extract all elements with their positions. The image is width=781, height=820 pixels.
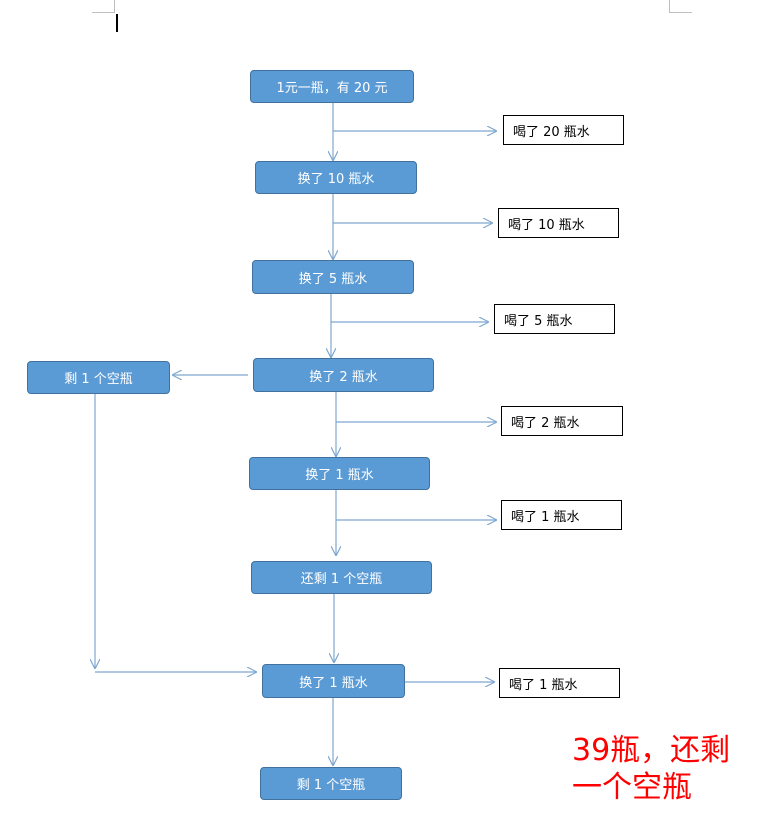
- result-drink-5: 喝了 5 瓶水: [494, 304, 615, 334]
- result-drink-1b: 喝了 1 瓶水: [499, 668, 620, 698]
- crop-mark-right-v: [669, 0, 670, 13]
- node-final-empty-bottle: 剩 1 个空瓶: [260, 767, 402, 800]
- answer-line-2: 一个空瓶: [572, 770, 692, 805]
- node-start: 1元一瓶，有 20 元: [250, 70, 414, 103]
- answer-annotation: 39瓶，还剩 一个空瓶: [572, 732, 730, 806]
- answer-line-1: 39瓶，还剩: [572, 733, 731, 768]
- node-swap-1a: 换了 1 瓶水: [249, 457, 430, 490]
- text-caret: [116, 14, 118, 32]
- node-swap-10: 换了 10 瓶水: [255, 161, 417, 194]
- result-drink-10: 喝了 10 瓶水: [498, 208, 619, 238]
- result-drink-1a: 喝了 1 瓶水: [501, 500, 622, 530]
- result-drink-20: 喝了 20 瓶水: [503, 115, 624, 145]
- crop-mark-right-h: [670, 12, 692, 13]
- node-swap-1b: 换了 1 瓶水: [262, 664, 405, 698]
- result-drink-2: 喝了 2 瓶水: [501, 406, 623, 436]
- node-remain-empty-bottle: 还剩 1 个空瓶: [251, 561, 432, 594]
- node-left-empty-bottle: 剩 1 个空瓶: [27, 361, 170, 394]
- crop-mark-left-v: [114, 0, 115, 13]
- node-swap-5: 换了 5 瓶水: [252, 260, 414, 294]
- node-swap-2: 换了 2 瓶水: [253, 358, 434, 392]
- crop-mark-left-h: [92, 12, 114, 13]
